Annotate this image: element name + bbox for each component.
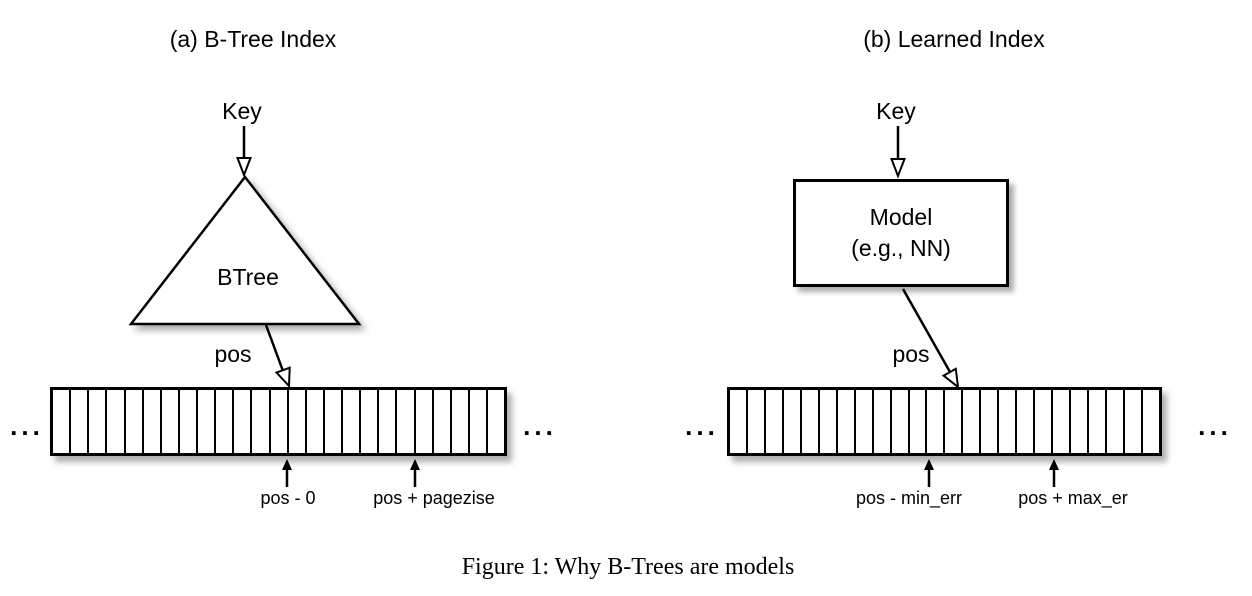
array-cell: [451, 390, 470, 453]
array-cell: [1089, 390, 1108, 453]
array-cell: [125, 390, 144, 453]
array-cell: [999, 390, 1018, 453]
array-a-right-ellipsis: ...: [523, 411, 557, 441]
array-cell: [891, 390, 910, 453]
array-cell: [324, 390, 343, 453]
panel-b-pos-label: pos: [892, 341, 930, 367]
panel-a-range-left-label: pos - 0: [260, 488, 316, 508]
record-array-a: [50, 387, 507, 456]
array-cell: [343, 390, 362, 453]
panel-a-range-right-label: pos + pagezise: [373, 488, 495, 508]
panel-b-title: (b) Learned Index: [863, 26, 1045, 52]
range-arrow-b-left: [924, 459, 934, 487]
array-cell: [1017, 390, 1036, 453]
pos-arrow-b: [901, 288, 960, 390]
range-arrow-b-right: [1049, 459, 1059, 487]
array-cell: [306, 390, 325, 453]
model-node-box: Model (e.g., NN): [793, 179, 1009, 287]
array-cell: [198, 390, 217, 453]
array-cell: [1107, 390, 1125, 453]
array-cell: [179, 390, 198, 453]
model-node-label-line2: (e.g., NN): [851, 235, 951, 261]
array-cell: [927, 390, 946, 453]
panel-b-key-label: Key: [876, 98, 916, 124]
panel-a-pos-label: pos: [214, 341, 252, 367]
array-cell: [234, 390, 253, 453]
array-b-right-ellipsis: ...: [1198, 411, 1232, 441]
array-cell: [1071, 390, 1090, 453]
array-cell: [107, 390, 126, 453]
panel-b-range-left-label: pos - min_err: [855, 488, 963, 508]
array-cell: [945, 390, 964, 453]
array-cell: [1053, 390, 1072, 453]
array-cell: [288, 390, 307, 453]
range-arrow-a-right: [410, 459, 420, 487]
array-cell: [397, 390, 416, 453]
array-cell: [415, 390, 434, 453]
array-cell: [71, 390, 90, 453]
array-cell: [216, 390, 235, 453]
array-cell: [765, 390, 784, 453]
array-b-left-ellipsis: ...: [685, 411, 719, 441]
array-cell: [747, 390, 766, 453]
array-cell: [801, 390, 820, 453]
array-cell: [873, 390, 892, 453]
model-node-label-line1: Model: [869, 204, 933, 230]
array-cell: [89, 390, 108, 453]
array-cell: [379, 390, 398, 453]
panel-a-title: (a) B-Tree Index: [169, 26, 337, 52]
array-cell: [488, 390, 505, 453]
array-cell: [1035, 390, 1054, 453]
array-cell: [855, 390, 874, 453]
array-cell: [981, 390, 1000, 453]
array-cell: [433, 390, 452, 453]
pos-arrow-a: [264, 324, 291, 389]
array-cell: [161, 390, 180, 453]
key-to-model-arrow: [890, 126, 906, 179]
array-cell: [270, 390, 289, 453]
array-cell: [730, 390, 748, 453]
btree-triangle: [128, 174, 362, 326]
key-to-btree-arrow: [236, 126, 252, 178]
range-arrow-a-left: [282, 459, 292, 487]
array-cell: [1124, 390, 1143, 453]
record-array-b: [727, 387, 1162, 456]
panel-b-range-right-label: pos + max_er: [1018, 488, 1128, 508]
array-cell: [963, 390, 982, 453]
array-cell: [53, 390, 72, 453]
array-cell: [909, 390, 928, 453]
btree-node-label: BTree: [217, 264, 279, 290]
array-cell: [252, 390, 271, 453]
figure-caption: Figure 1: Why B-Trees are models: [461, 554, 795, 580]
array-cell: [1142, 390, 1159, 453]
array-cell: [837, 390, 856, 453]
array-cell: [783, 390, 802, 453]
array-a-left-ellipsis: ...: [10, 411, 44, 441]
array-cell: [469, 390, 488, 453]
array-cell: [143, 390, 162, 453]
panel-a-key-label: Key: [222, 98, 262, 124]
array-cell: [361, 390, 380, 453]
array-cell: [819, 390, 838, 453]
